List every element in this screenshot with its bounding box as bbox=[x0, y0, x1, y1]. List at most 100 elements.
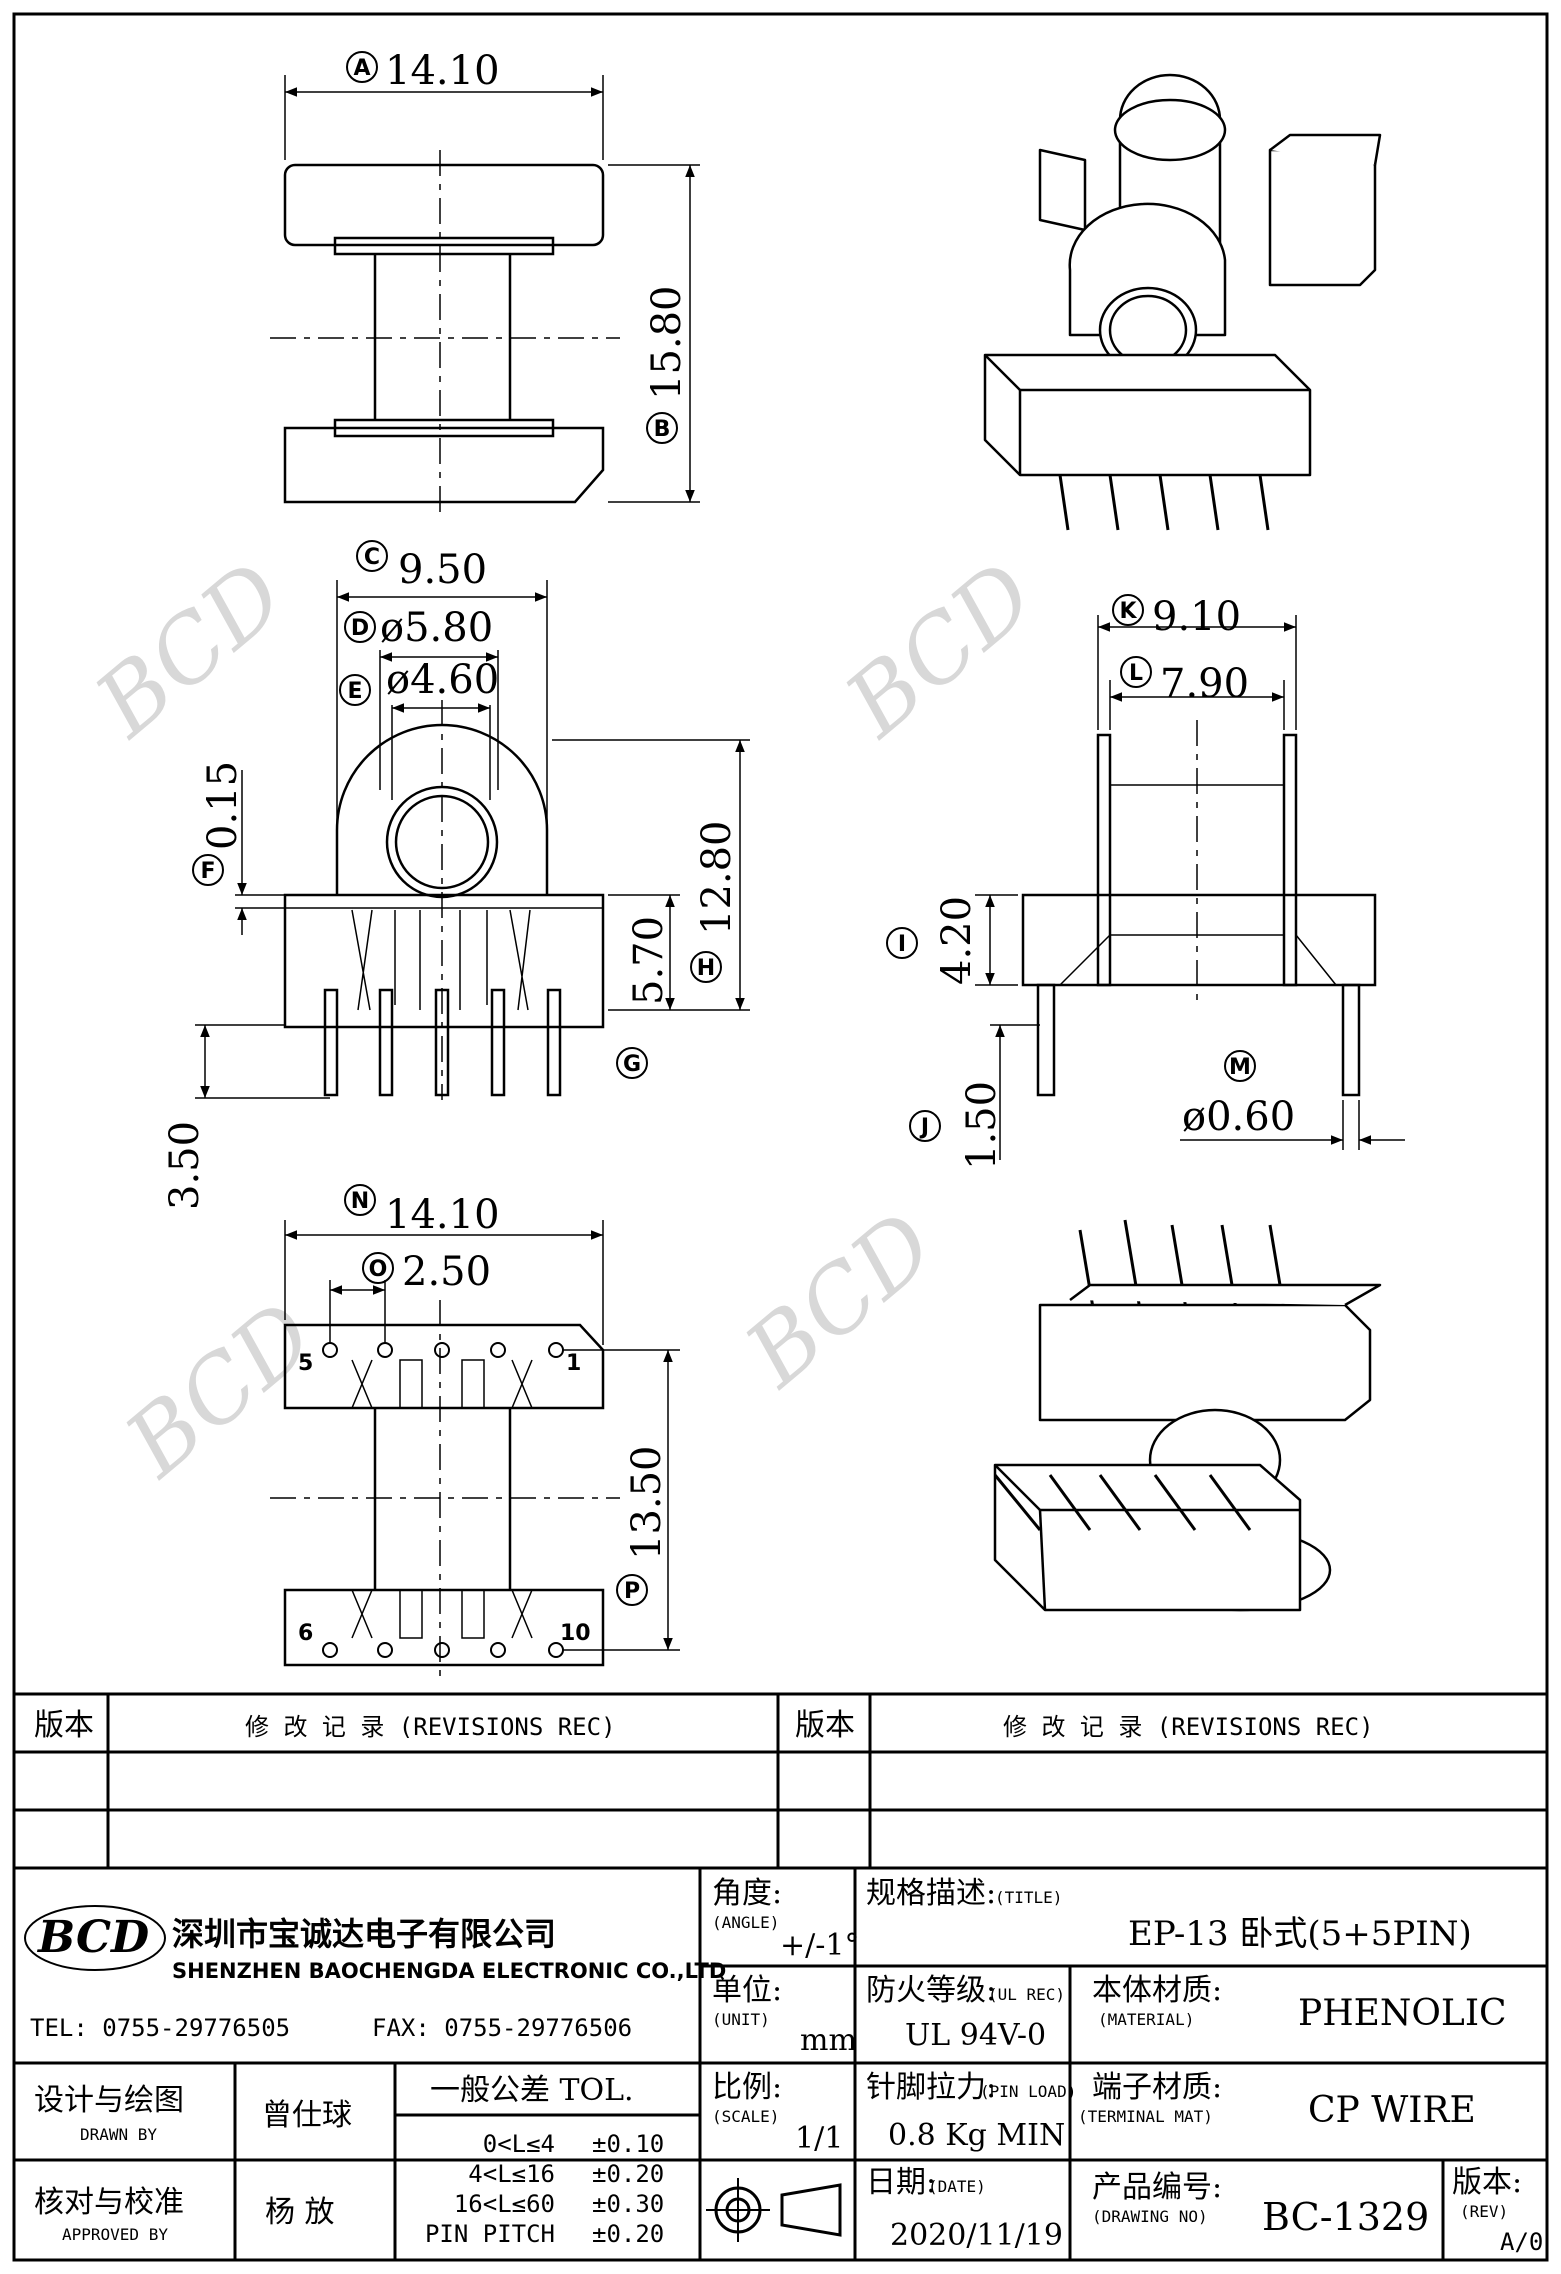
dim-h: 12.80 bbox=[694, 820, 740, 935]
dim-a: 14.10 bbox=[385, 48, 500, 94]
company-fax: FAX: 0755-29776506 bbox=[372, 2014, 632, 2042]
svg-text:E: E bbox=[347, 679, 362, 704]
iso-view-bottom bbox=[993, 1219, 1382, 1612]
projection-symbol-icon bbox=[706, 2178, 842, 2242]
svg-text:DRAWN BY: DRAWN BY bbox=[80, 2125, 157, 2144]
title-block-scale: 比例: (SCALE) 1/1 bbox=[712, 2070, 843, 2156]
dim-l: 7.90 bbox=[1160, 661, 1249, 707]
svg-text:±0.20: ±0.20 bbox=[592, 2220, 664, 2248]
title-block-drawing-no: 产品编号: (DRAWING NO) BC-1329 bbox=[1092, 2170, 1429, 2239]
title-block-terminal: 端子材质: (TERMINAL MAT) CP WIRE bbox=[1078, 2070, 1476, 2131]
pin-label-1: 1 bbox=[566, 1351, 581, 1376]
bottom-view bbox=[270, 1220, 680, 1680]
company-logo: BCD bbox=[36, 1912, 149, 1963]
svg-text:版本:: 版本: bbox=[1452, 2165, 1522, 2200]
watermark-text: BCD bbox=[725, 1192, 954, 1408]
title-block-title: 规格描述: (TITLE) EP-13 卧式(5+5PIN) bbox=[866, 1876, 1472, 1954]
svg-text:一般公差 TOL.: 一般公差 TOL. bbox=[430, 2073, 634, 2108]
svg-text:核对与校准: 核对与校准 bbox=[34, 2185, 184, 2220]
svg-text:(MATERIAL): (MATERIAL) bbox=[1098, 2010, 1194, 2029]
svg-text:N: N bbox=[351, 1189, 369, 1214]
company-block: BCD 深圳市宝诚达电子有限公司 SHENZHEN BAOCHENGDA ELE… bbox=[24, 1905, 726, 2042]
svg-text:F: F bbox=[200, 859, 215, 884]
svg-text:角度:: 角度: bbox=[712, 1876, 782, 1911]
company-tel: TEL: 0755-29776505 bbox=[30, 2014, 290, 2042]
iso-view-top bbox=[983, 73, 1382, 531]
svg-text:±0.30: ±0.30 bbox=[592, 2190, 664, 2218]
svg-text:曾仕球: 曾仕球 bbox=[262, 2098, 352, 2133]
dim-n: 14.10 bbox=[385, 1192, 500, 1238]
title-block-pinload: 针脚拉力: (PIN LOAD) 0.8 Kg MIN bbox=[866, 2070, 1076, 2153]
svg-text:D: D bbox=[351, 616, 369, 641]
svg-text:(UL REC): (UL REC) bbox=[988, 1985, 1065, 2004]
svg-text:版本: 版本 bbox=[34, 1708, 94, 1743]
svg-text:1/1: 1/1 bbox=[795, 2121, 843, 2156]
svg-text:mm: mm bbox=[800, 2023, 857, 2058]
svg-text:L: L bbox=[1129, 661, 1143, 686]
svg-text:修 改 记 录 (REVISIONS REC): 修 改 记 录 (REVISIONS REC) bbox=[1003, 1713, 1374, 1741]
svg-text:本体材质:: 本体材质: bbox=[1092, 1973, 1222, 2008]
svg-text:修 改 记 录 (REVISIONS REC): 修 改 记 录 (REVISIONS REC) bbox=[245, 1713, 616, 1741]
svg-text:K: K bbox=[1119, 599, 1137, 624]
dim-b: 15.80 bbox=[644, 285, 690, 400]
dim-i: 4.20 bbox=[934, 896, 980, 985]
title-block-date: 日期: (DATE) 2020/11/19 bbox=[866, 2165, 1063, 2253]
svg-text:4<L≤16: 4<L≤16 bbox=[468, 2160, 555, 2188]
svg-text:P: P bbox=[624, 1579, 640, 1604]
svg-text:(DRAWING NO): (DRAWING NO) bbox=[1092, 2207, 1208, 2226]
svg-text:A/0: A/0 bbox=[1500, 2228, 1543, 2256]
svg-text:PHENOLIC: PHENOLIC bbox=[1298, 1993, 1507, 2034]
revisions-table: 版本 修 改 记 录 (REVISIONS REC) 版本 修 改 记 录 (R… bbox=[34, 1708, 1374, 1743]
svg-text:(UNIT): (UNIT) bbox=[712, 2010, 770, 2029]
title-block-angle: 角度: (ANGLE) +/-1° bbox=[712, 1876, 859, 1963]
svg-text:0<L≤4: 0<L≤4 bbox=[483, 2130, 555, 2158]
title-block-tolerance: 一般公差 TOL. 0<L≤4 ±0.10 4<L≤16 ±0.20 16<L≤… bbox=[425, 2073, 664, 2248]
svg-text:针脚拉力:: 针脚拉力: bbox=[866, 2070, 996, 2105]
sheet-border bbox=[12, 12, 1549, 2262]
dim-lead: 3.50 bbox=[162, 1121, 208, 1210]
svg-text:I: I bbox=[898, 932, 906, 957]
svg-text:C: C bbox=[364, 545, 380, 570]
dim-p: 13.50 bbox=[624, 1445, 670, 1560]
watermark-text: BCD bbox=[105, 1282, 334, 1498]
svg-text:±0.20: ±0.20 bbox=[592, 2160, 664, 2188]
product-title: EP-13 卧式(5+5PIN) bbox=[1128, 1914, 1472, 1954]
svg-text:杨 放: 杨 放 bbox=[265, 2195, 335, 2230]
dim-e: ø4.60 bbox=[386, 657, 499, 703]
dim-f: 0.15 bbox=[200, 761, 246, 850]
svg-text:B: B bbox=[654, 417, 671, 442]
svg-text:J: J bbox=[919, 1115, 929, 1140]
svg-text:16<L≤60: 16<L≤60 bbox=[454, 2190, 555, 2218]
svg-text:M: M bbox=[1229, 1055, 1251, 1080]
svg-text:(TITLE): (TITLE) bbox=[995, 1888, 1062, 1907]
pin-label-10: 10 bbox=[560, 1621, 591, 1646]
iso-view-top-pins bbox=[1058, 474, 1270, 531]
svg-text:APPROVED BY: APPROVED BY bbox=[62, 2225, 168, 2244]
title-block-signoff: 设计与绘图 DRAWN BY 曾仕球 核对与校准 APPROVED BY 杨 放 bbox=[34, 2083, 352, 2244]
bottom-view-labels: N 14.10 O 2.50 P 13.50 5 1 6 10 bbox=[298, 1184, 670, 1646]
svg-text:O: O bbox=[369, 1257, 388, 1282]
front-view-labels: C 9.50 D ø5.80 E ø4.60 F 0.15 G 5.70 H 1… bbox=[162, 540, 740, 1210]
dim-o: 2.50 bbox=[402, 1249, 491, 1295]
company-name-cn: 深圳市宝诚达电子有限公司 bbox=[172, 1915, 556, 1953]
drawing-number: BC-1329 bbox=[1262, 2195, 1429, 2239]
pin-label-5: 5 bbox=[298, 1351, 313, 1376]
watermark-group: BCD BCD BCD BCD bbox=[75, 542, 1054, 1498]
svg-text:G: G bbox=[623, 1052, 641, 1077]
svg-text:产品编号:: 产品编号: bbox=[1092, 2170, 1222, 2205]
title-block-rev: 版本: (REV) A/0 bbox=[1452, 2165, 1543, 2256]
svg-text:+/-1°: +/-1° bbox=[780, 1928, 859, 1963]
front-view bbox=[195, 580, 750, 1100]
dim-k: 9.10 bbox=[1152, 594, 1241, 640]
side-view bbox=[975, 615, 1405, 1160]
svg-text:2020/11/19: 2020/11/19 bbox=[890, 2218, 1063, 2253]
svg-text:(TERMINAL MAT): (TERMINAL MAT) bbox=[1078, 2107, 1213, 2126]
watermark-text: BCD bbox=[75, 542, 304, 758]
dim-c: 9.50 bbox=[398, 547, 487, 593]
pin-label-6: 6 bbox=[298, 1621, 313, 1646]
svg-text:0.8 Kg MIN: 0.8 Kg MIN bbox=[888, 2118, 1065, 2153]
svg-text:规格描述:: 规格描述: bbox=[866, 1876, 996, 1911]
svg-text:比例:: 比例: bbox=[712, 2070, 782, 2105]
svg-text:单位:: 单位: bbox=[712, 1973, 782, 2008]
